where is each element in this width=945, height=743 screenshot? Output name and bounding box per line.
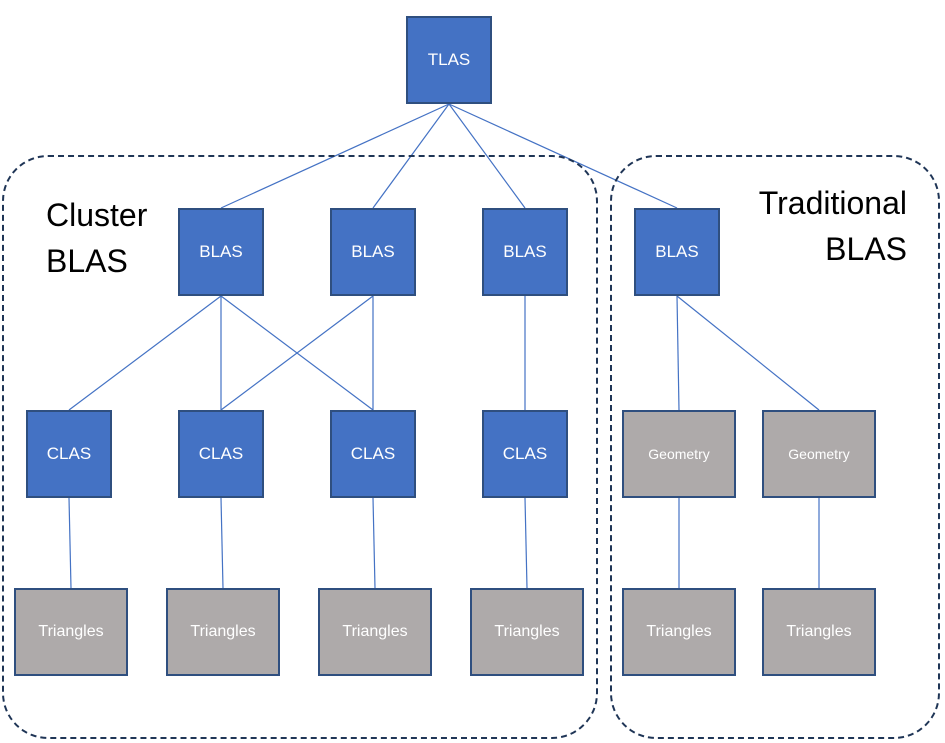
clas-node: CLAS bbox=[330, 410, 416, 498]
triangles-node: Triangles bbox=[762, 588, 876, 676]
clas-node: CLAS bbox=[178, 410, 264, 498]
blas-node: BLAS bbox=[482, 208, 568, 296]
cluster-blas-label: Cluster BLAS bbox=[46, 197, 148, 279]
edge-clas_3-triangles_3 bbox=[372, 497, 376, 589]
clas-node: CLAS bbox=[482, 410, 568, 498]
traditional-blas-label: Traditional BLAS bbox=[758, 185, 907, 267]
edge-clas_2-triangles_2 bbox=[220, 497, 224, 589]
triangles-node: Triangles bbox=[318, 588, 432, 676]
traditional-blas-group bbox=[610, 155, 940, 739]
edge-blas_4-geometry_1 bbox=[676, 295, 680, 411]
edge-clas_4-triangles_4 bbox=[524, 497, 528, 589]
blas-node: BLAS bbox=[178, 208, 264, 296]
edge-blas_1-clas_1 bbox=[68, 295, 222, 411]
cluster-blas-group bbox=[2, 155, 598, 739]
blas-node: BLAS bbox=[634, 208, 720, 296]
blas-node: BLAS bbox=[330, 208, 416, 296]
triangles-node: Triangles bbox=[622, 588, 736, 676]
geometry-node: Geometry bbox=[622, 410, 736, 498]
triangles-node: Triangles bbox=[166, 588, 280, 676]
edge-blas_4-geometry_2 bbox=[676, 295, 820, 411]
edge-blas_2-clas_2 bbox=[220, 295, 374, 411]
triangles-node: Triangles bbox=[470, 588, 584, 676]
triangles-node: Triangles bbox=[14, 588, 128, 676]
tlas-node: TLAS bbox=[406, 16, 492, 104]
clas-node: CLAS bbox=[26, 410, 112, 498]
edge-clas_1-triangles_1 bbox=[68, 497, 72, 589]
geometry-node: Geometry bbox=[762, 410, 876, 498]
